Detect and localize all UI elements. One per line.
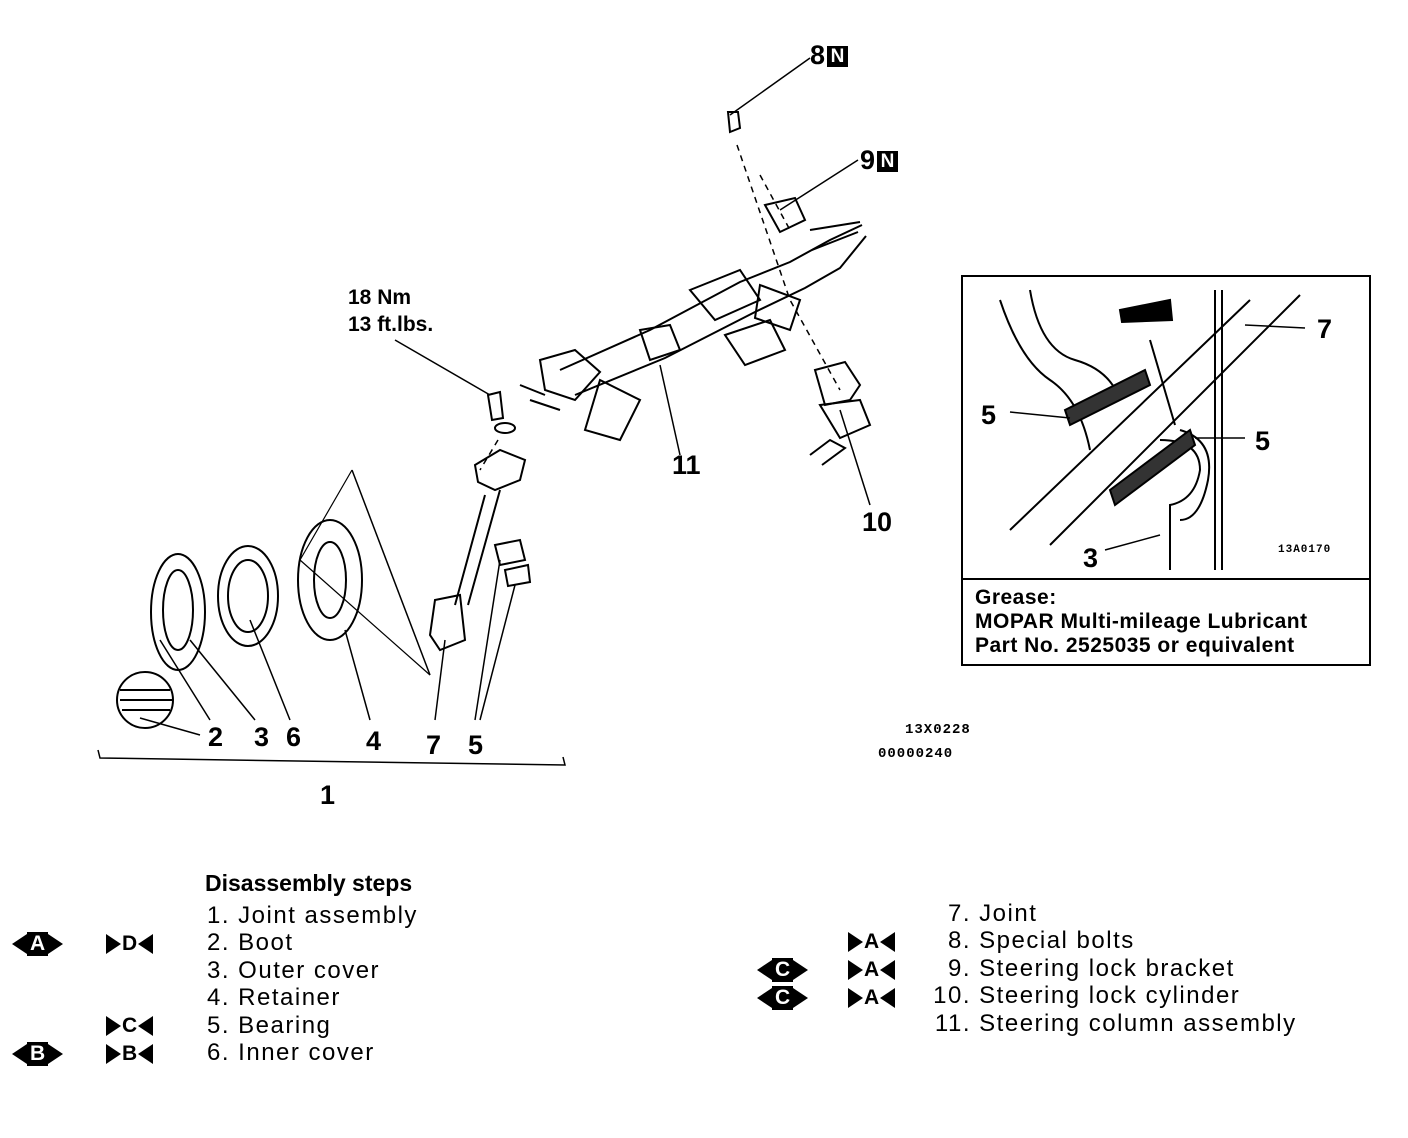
torque-spec-nm: 18 Nm — [348, 286, 412, 309]
grease-label: Grease: — [975, 586, 1057, 609]
callout-2: 2 — [208, 722, 224, 752]
remove-mark-A: A — [848, 957, 896, 983]
inner-cover — [217, 545, 279, 647]
callout-10: 10 — [862, 507, 893, 537]
grease-inset-box — [961, 275, 1371, 666]
callout-11: 11 — [672, 450, 701, 480]
remove-mark-A: A — [848, 929, 896, 955]
inset-figure-code: 13A0170 — [1278, 544, 1332, 556]
step-9: 9. Steering lock bracket — [947, 955, 1235, 982]
inset-callout-5-right: 5 — [1255, 426, 1271, 456]
inset-detail-drawing — [999, 289, 1306, 570]
remove-mark-C: C — [106, 1013, 154, 1039]
inset-callout-3: 3 — [1083, 543, 1099, 573]
step-11: 11. Steering column assembly — [934, 1010, 1297, 1037]
outer-cover — [150, 553, 206, 671]
steering-column-assembly — [519, 221, 867, 442]
joint-shaft — [428, 390, 532, 652]
grease-product: MOPAR Multi-mileage Lubricant — [975, 610, 1308, 633]
install-mark-C: C — [757, 957, 809, 983]
install-mark-B: B — [12, 1041, 64, 1067]
inset-callout-7: 7 — [1317, 314, 1333, 344]
remove-mark-B: B — [106, 1041, 154, 1067]
grease-inset-divider — [961, 578, 1371, 580]
n-badge: N — [877, 151, 899, 173]
step-2: 2. Boot — [206, 929, 294, 956]
step-4: 4. Retainer — [206, 984, 341, 1011]
install-mark-C: C — [757, 985, 809, 1011]
callout-5: 5 — [468, 730, 484, 760]
callout-6: 6 — [286, 722, 302, 752]
callout-7: 7 — [426, 730, 442, 760]
callout-4: 4 — [366, 726, 382, 756]
figure-code-a: 13X0228 — [905, 722, 971, 738]
callout-3: 3 — [254, 722, 270, 752]
step-6: 6. Inner cover — [206, 1039, 375, 1066]
retainer — [297, 519, 363, 641]
boot — [116, 671, 174, 729]
n-badge: N — [827, 46, 849, 68]
step-5: 5. Bearing — [206, 1012, 332, 1039]
step-8: 8. Special bolts — [947, 927, 1135, 954]
step-1: 1. Joint assembly — [206, 902, 418, 929]
install-mark-A: A — [12, 931, 64, 957]
steps-heading: Disassembly steps — [205, 870, 413, 896]
remove-mark-D: D — [106, 931, 154, 957]
step-3: 3. Outer cover — [206, 957, 381, 984]
figure-code-b: 00000240 — [878, 746, 954, 762]
torque-spec-ftlbs: 13 ft.lbs. — [348, 313, 434, 336]
callout-1: 1 — [320, 780, 336, 810]
step-10: 10. Steering lock cylinder — [933, 982, 1241, 1009]
grease-part-number: Part No. 2525035 or equivalent — [975, 634, 1295, 657]
inset-callout-5-left: 5 — [981, 400, 997, 430]
step-7: 7. Joint — [947, 900, 1038, 927]
steering-lock-parts — [726, 111, 872, 466]
remove-mark-A: A — [848, 985, 896, 1011]
